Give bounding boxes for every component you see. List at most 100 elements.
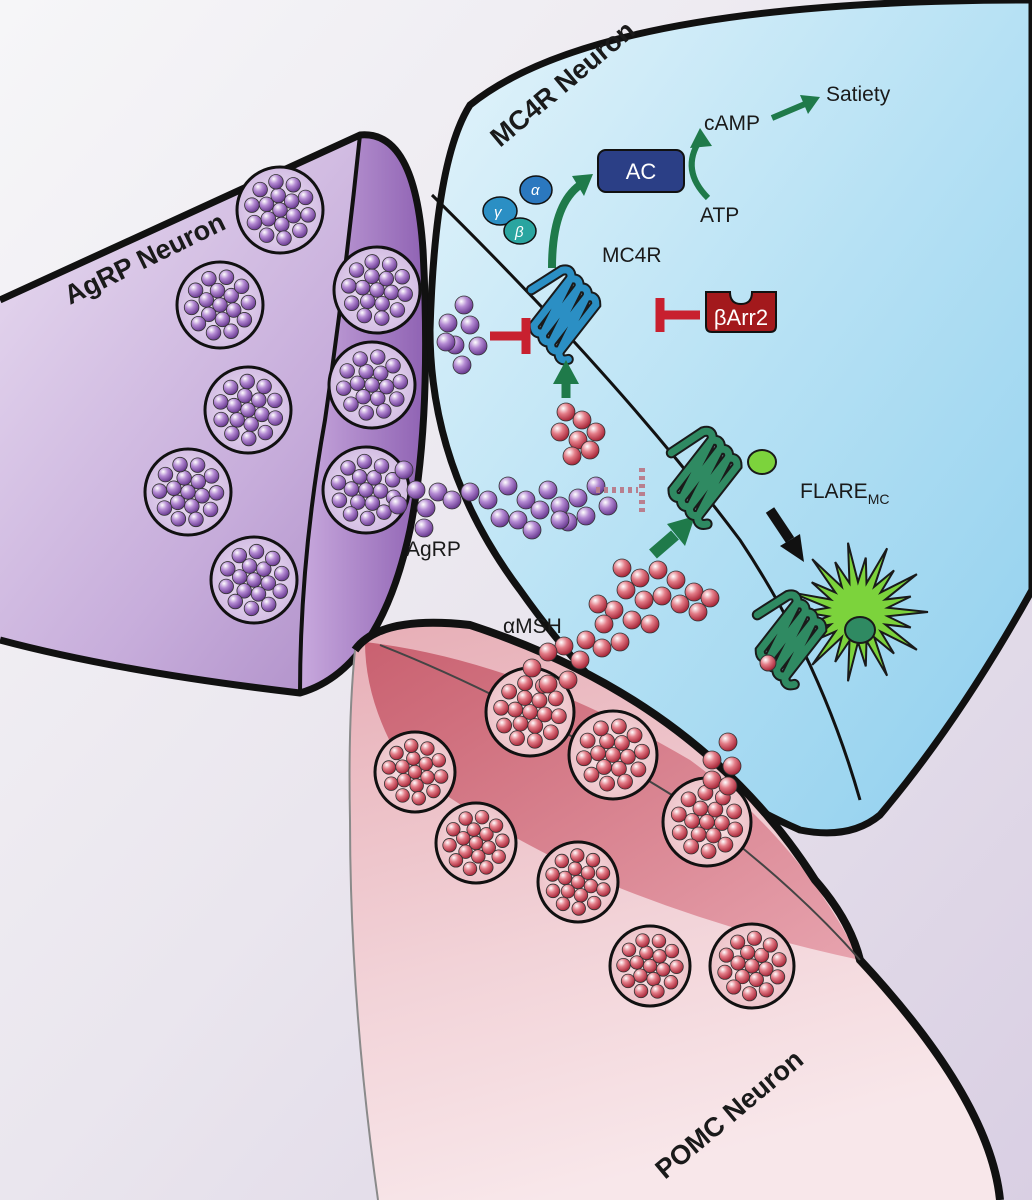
peptide-granule: [342, 506, 359, 522]
peptide-granule: [208, 485, 225, 501]
peptide-granule: [156, 500, 173, 516]
peptide-granule: [418, 756, 434, 771]
agrp-peptide: [490, 508, 510, 528]
camp-to-satiety-arrowhead: [800, 95, 820, 114]
mc4r-label: MC4R: [602, 244, 662, 267]
peptide-granule: [256, 378, 272, 395]
amsh-peptide: [522, 658, 542, 678]
peptide-granule: [642, 958, 658, 974]
peptide-granule: [256, 561, 272, 577]
peptide-granule: [300, 207, 316, 223]
peptide-granule: [409, 778, 424, 793]
peptide-granule: [151, 483, 168, 499]
peptide-granule: [209, 282, 226, 299]
peptide-granule: [187, 282, 204, 298]
agrp-peptide: [436, 332, 456, 352]
peptide-granule: [718, 947, 734, 963]
mc4r-membrane-line: [430, 193, 862, 801]
peptide-granule: [531, 692, 548, 709]
peptide-granule: [576, 750, 592, 767]
agrp-peptide: [416, 498, 436, 518]
peptide-granule: [479, 860, 494, 875]
peptide-granule: [583, 766, 600, 783]
amsh-peptide: [648, 560, 668, 580]
pomc-vesicle: [373, 730, 457, 814]
amsh-peptide: [666, 570, 686, 590]
agrp-peptide: [452, 355, 472, 375]
g-beta-label: β: [514, 224, 524, 241]
atp-to-camp-arrowhead: [690, 128, 712, 148]
peptide-granule: [426, 783, 441, 799]
peptide-granule: [170, 511, 187, 527]
peptide-granule: [240, 294, 257, 311]
peptide-granule: [571, 901, 586, 916]
peptide-granule: [596, 882, 611, 897]
peptide-granule: [545, 883, 561, 899]
peptide-granule: [392, 374, 409, 390]
agrp-peptide: [442, 490, 462, 510]
pomc-neuron-outline: [351, 618, 1004, 1200]
peptide-granule: [270, 187, 286, 204]
peptide-granule: [664, 943, 680, 959]
peptide-granule: [727, 821, 744, 838]
peptide-granule: [372, 483, 389, 499]
peptide-granule: [714, 815, 730, 831]
peptide-granule: [376, 403, 392, 419]
peptide-granule: [626, 727, 643, 744]
peptide-granule: [226, 302, 242, 318]
peptide-granule: [550, 708, 567, 725]
peptide-granule: [383, 776, 399, 791]
peptide-granule: [292, 222, 308, 239]
peptide-granule: [340, 460, 356, 476]
peptide-granule: [635, 933, 650, 948]
amsh-peptide-label: αMSH: [503, 615, 562, 638]
peptide-granule: [188, 511, 204, 528]
peptide-granule: [343, 396, 359, 412]
peptide-granule: [184, 498, 200, 514]
agrp-vesicle: [203, 365, 293, 455]
amsh-peptide: [700, 588, 720, 608]
peptide-granule: [395, 788, 410, 803]
agrp-vesicle: [235, 165, 325, 255]
amsh-peptide: [622, 610, 642, 630]
amsh-peptide: [594, 614, 614, 634]
amsh-peptide: [616, 580, 636, 600]
peptide-granule: [243, 416, 259, 432]
peptide-granule: [488, 818, 504, 833]
peptide-granule: [260, 211, 277, 227]
peptide-granule: [758, 961, 774, 977]
peptide-granule: [411, 791, 426, 806]
peptide-granule: [527, 732, 543, 749]
g-gamma-label: γ: [494, 204, 503, 221]
peptide-granule: [341, 278, 357, 294]
atp-label: ATP: [700, 204, 739, 227]
peptide-granule: [389, 391, 405, 407]
activated-flare-receptor: [751, 589, 876, 691]
peptide-granule: [610, 718, 627, 735]
peptide-granule: [617, 773, 633, 790]
peptide-granule: [370, 349, 386, 365]
peptide-granule: [651, 933, 667, 949]
peptide-granule: [458, 811, 473, 826]
peptide-granule: [339, 363, 355, 379]
peptide-granule: [633, 983, 649, 999]
peptide-granule: [448, 853, 464, 868]
amsh-peptide: [688, 602, 708, 622]
peptide-granule: [462, 861, 478, 877]
peptide-granule: [471, 849, 486, 864]
peptide-granule: [516, 690, 533, 706]
peptide-granule: [384, 472, 401, 488]
amsh-peptide: [718, 776, 738, 796]
peptide-granule: [374, 310, 390, 326]
peptide-granule: [620, 973, 636, 989]
peptide-granule: [364, 254, 380, 270]
peptide-granule: [258, 227, 275, 243]
peptide-granule: [652, 949, 667, 964]
peptide-granule: [512, 715, 529, 732]
peptide-granule: [244, 197, 260, 213]
barr2-shape: [705, 291, 777, 333]
agrp-peptide: [508, 510, 528, 530]
agrp-peptide: [454, 295, 474, 315]
amsh-to-flare-arrow: [649, 530, 679, 559]
